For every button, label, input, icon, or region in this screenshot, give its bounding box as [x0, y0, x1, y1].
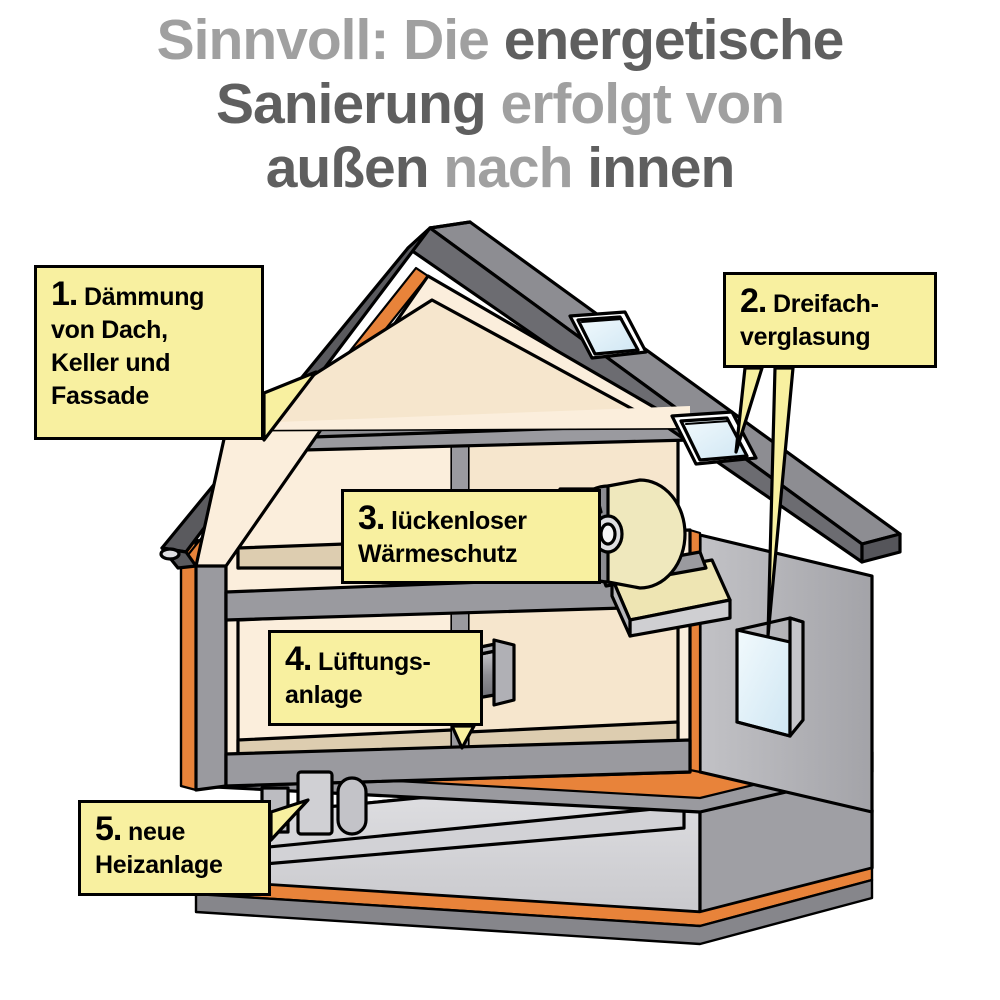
callout-5-line-2: Heizanlage	[95, 851, 223, 879]
pointer-4	[450, 724, 476, 750]
skylight-upper[interactable]	[568, 310, 648, 360]
pointer-2a	[734, 366, 764, 454]
callout-2-line-2: verglasung	[740, 323, 871, 351]
callout-1-text-1: Dämmung	[84, 283, 205, 311]
headline-seg-erfolgt-von: erfolgt von	[500, 72, 785, 136]
headline-seg-energetische: energetische	[503, 8, 845, 72]
headline-line-3: außen nach innen	[0, 136, 1000, 200]
callout-4-text-1: Lüftungs-	[318, 648, 431, 676]
callout-5-text-1: neue	[128, 818, 186, 846]
attic-lower-band	[226, 406, 690, 430]
callout-1-daemmung[interactable]: 1. Dämmung von Dach, Keller und Fassade	[34, 265, 264, 440]
callout-5-heizanlage[interactable]: 5. neue Heizanlage	[78, 800, 271, 896]
skylight-lower[interactable]	[670, 410, 758, 466]
callout-3-line-2: Wärmeschutz	[358, 540, 518, 568]
headline-line-2: Sanierung erfolgt von	[0, 72, 1000, 136]
page-title: Sinnvoll: Die energetische Sanierung erf…	[0, 8, 1000, 200]
side-wall-window[interactable]	[735, 616, 805, 738]
callout-4-number: 4.	[285, 640, 312, 678]
callout-1-line-3: Keller und	[51, 349, 171, 377]
pointer-1	[262, 370, 318, 442]
callout-1-line-1: 1. Dämmung	[51, 275, 249, 314]
callout-3-waermeschutz[interactable]: 3. lückenloser Wärmeschutz	[341, 489, 601, 584]
callout-3-text-1: lückenloser	[391, 507, 527, 535]
callout-4-lueftungsanlage[interactable]: 4. Lüftungs- anlage	[268, 630, 483, 726]
headline-line-1: Sinnvoll: Die energetische	[0, 8, 1000, 72]
headline-seg-aussen: außen	[265, 136, 430, 200]
callout-2-number: 2.	[740, 282, 767, 320]
roof-eave-right	[860, 532, 902, 564]
callout-1-number: 1.	[51, 275, 78, 313]
callout-4-line-1: 4. Lüftungs-	[285, 640, 468, 679]
callout-5-line-1: 5. neue	[95, 810, 256, 849]
callout-4-line-2: anlage	[285, 681, 363, 709]
headline-seg-sanierung: Sanierung	[215, 72, 501, 136]
headline-seg-sinnvoll-die: Sinnvoll: Die	[156, 8, 504, 72]
facade-insulation-left	[179, 538, 228, 792]
callout-1-line-4: Fassade	[51, 382, 149, 410]
callout-3-number: 3.	[358, 499, 385, 537]
callout-2-line-1: 2. Dreifach-	[740, 282, 922, 321]
headline-seg-innen: innen	[587, 136, 735, 200]
callout-2-text-1: Dreifach-	[773, 290, 879, 318]
pointer-5	[269, 798, 310, 842]
roof-eave-left	[159, 546, 198, 570]
callout-3-line-1: 3. lückenloser	[358, 499, 586, 538]
callout-5-number: 5.	[95, 810, 122, 848]
headline-seg-nach: nach	[428, 136, 588, 200]
pointer-2b	[766, 366, 795, 638]
callout-2-dreifachverglasung[interactable]: 2. Dreifach- verglasung	[723, 272, 937, 368]
callout-1-line-2: von Dach,	[51, 316, 168, 344]
